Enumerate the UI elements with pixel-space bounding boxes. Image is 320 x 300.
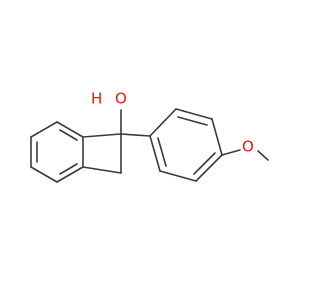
bond <box>149 108 177 137</box>
bond <box>149 135 161 172</box>
ether-oxygen-atom-label: O <box>242 138 254 156</box>
double-bond-inner <box>59 163 78 175</box>
bond <box>195 154 223 182</box>
double-bond-inner <box>193 152 216 175</box>
bond <box>30 121 58 138</box>
bond <box>211 118 223 156</box>
bond <box>175 108 213 120</box>
oxygen-atom-label: O <box>115 90 127 108</box>
double-bond-inner <box>157 137 167 167</box>
methoxy-group: O <box>221 138 269 161</box>
bond <box>56 166 84 183</box>
methoxyphenyl-ring <box>120 108 223 182</box>
hydroxyl-group: H O <box>91 90 127 135</box>
bond <box>120 133 151 137</box>
bond <box>56 121 84 138</box>
cyclobutene-ring <box>82 133 122 174</box>
double-bond-inner <box>59 129 78 141</box>
bond-o-ch3 <box>257 150 269 161</box>
molecule-structure-diagram: H O O <box>30 90 269 183</box>
double-bond-inner <box>177 116 208 126</box>
hydrogen-atom-label: H <box>91 90 102 108</box>
bond <box>82 166 122 174</box>
bond <box>159 170 197 182</box>
benzene-ring-left <box>30 121 84 183</box>
bond-c-o <box>221 149 241 156</box>
bond <box>82 133 122 138</box>
bond <box>30 166 58 183</box>
